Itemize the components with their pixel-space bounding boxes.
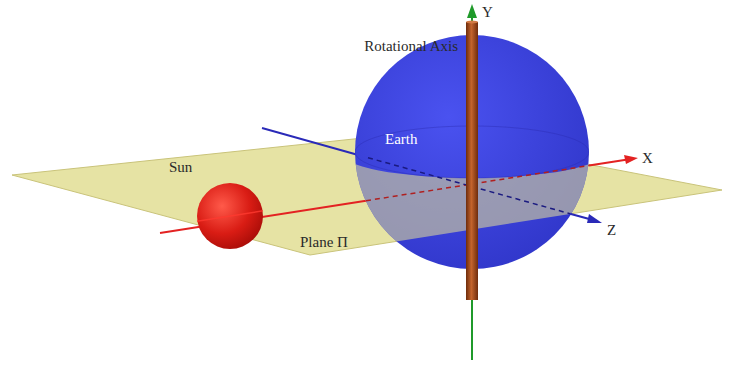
axis-label: Z: [607, 222, 616, 239]
x-arrowhead: [624, 155, 638, 164]
x-axis-through-sun: [197, 211, 263, 221]
axis-label: Rotational Axis: [364, 38, 458, 55]
z-axis: [262, 128, 368, 158]
z-arrowhead: [587, 214, 602, 223]
x-axis: [589, 160, 626, 166]
plane-front-overlay: [12, 132, 722, 255]
earth-node: Earth: [355, 35, 589, 269]
axis-label: Plane Π: [300, 234, 348, 251]
node-label: Earth: [385, 131, 417, 148]
axis-label: X: [642, 150, 653, 167]
x-axis: [160, 201, 366, 233]
sun-node: Sun: [197, 183, 263, 249]
sun-sphere: [197, 183, 263, 249]
rotational-axis-rod: [466, 22, 478, 300]
rod-end: [466, 21, 478, 24]
y-arrowhead: [467, 4, 477, 18]
node-label: Sun: [169, 159, 192, 176]
axis-label: Y: [482, 4, 493, 21]
